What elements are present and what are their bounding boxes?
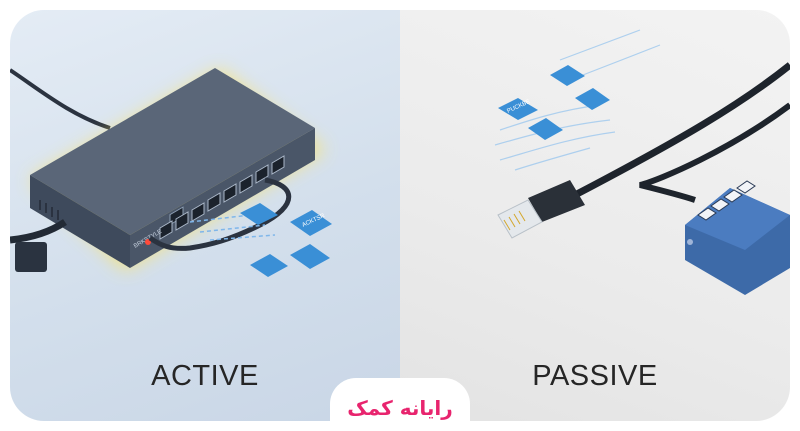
power-plug-cable bbox=[10, 219, 67, 244]
active-label: ACTIVE bbox=[151, 360, 259, 392]
active-panel: BRKSTYLE ACKTSR ACTIVE bbox=[10, 10, 400, 421]
ethernet-cable bbox=[573, 62, 790, 199]
rj45-connector bbox=[497, 180, 585, 239]
data-flow bbox=[189, 214, 276, 241]
power-plug bbox=[15, 242, 47, 272]
passive-label: PASSIVE bbox=[532, 360, 658, 392]
hub-cable bbox=[639, 102, 790, 203]
network-switch: BRKSTYLE bbox=[30, 68, 315, 268]
data-packets: ACKTSR bbox=[240, 203, 332, 277]
patch-cable bbox=[148, 177, 292, 251]
brand-logo: رایانه کمک bbox=[347, 396, 453, 420]
data-packets-passive: PUCKBE bbox=[498, 65, 610, 140]
power-cable bbox=[10, 68, 111, 130]
brand-badge: رایانه کمک bbox=[330, 378, 470, 431]
passive-hub bbox=[685, 180, 790, 295]
passive-panel: PUCKBE bbox=[400, 10, 790, 421]
